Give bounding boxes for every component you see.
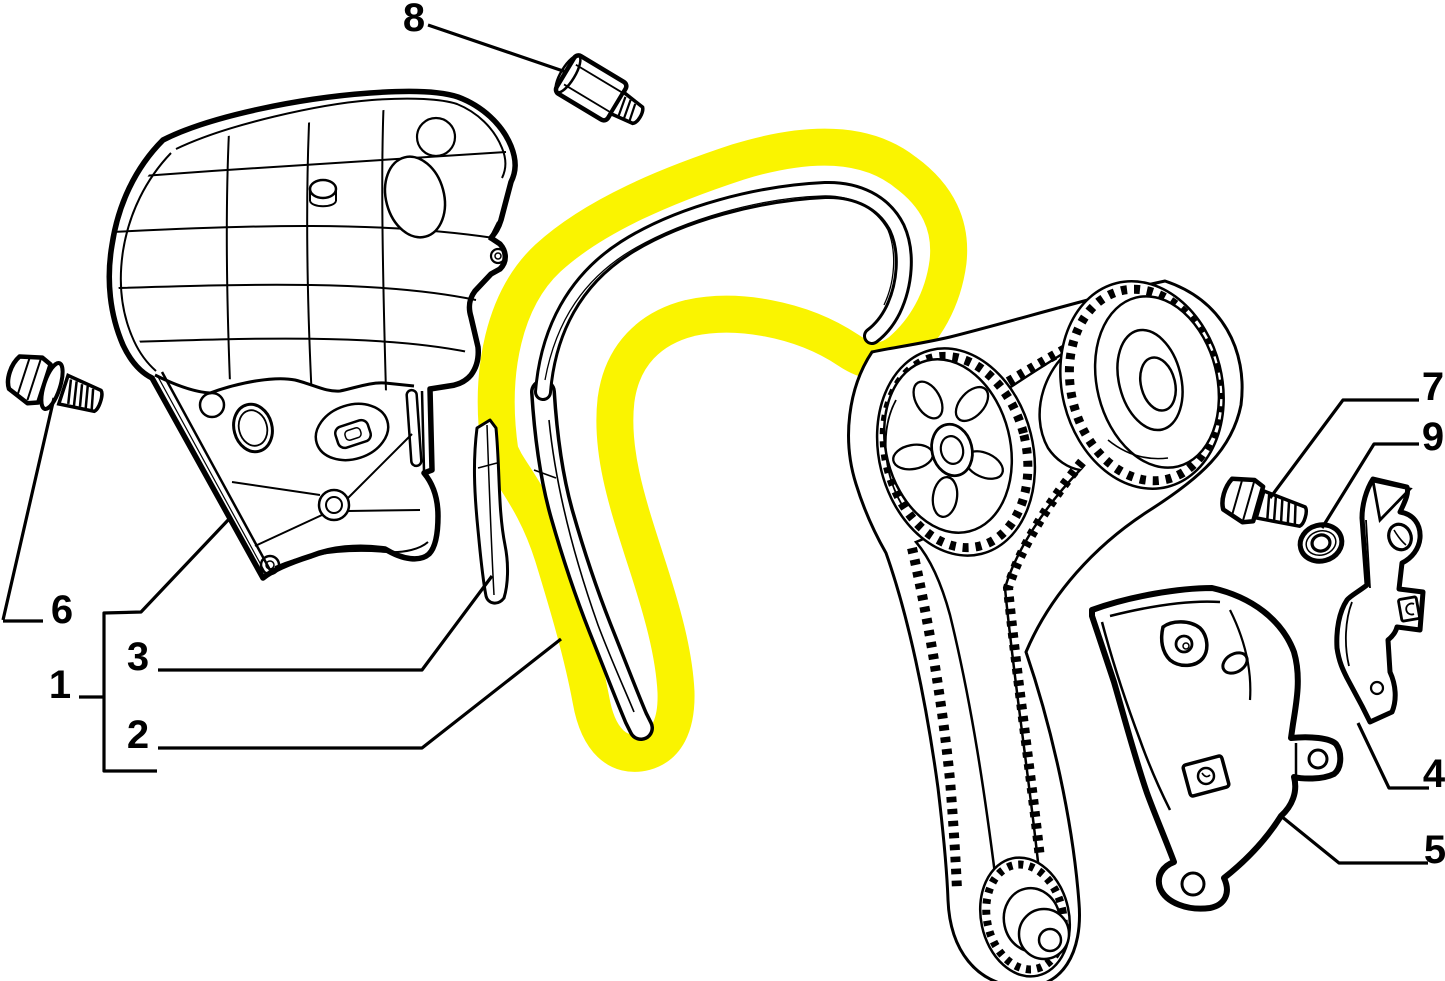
cover-stud-boss (308, 178, 338, 208)
lower-cover-hole-inner (237, 409, 269, 447)
callout-label-2: 2 (127, 713, 149, 757)
crankshaft-sprocket (978, 856, 1072, 978)
bracket5-clamp-block (1181, 754, 1231, 798)
highlight-marker (477, 128, 968, 772)
callout-numbers: 8 6 1 3 2 7 9 4 5 (49, 0, 1445, 872)
gasket-seal-part2 (530, 180, 913, 741)
timing-cover (106, 88, 518, 581)
cover-rib-grid (112, 97, 507, 392)
callout-8-leader (427, 23, 567, 74)
bracket4-ear-hole (1387, 522, 1413, 552)
callout-3-leader (158, 575, 494, 672)
camshaft-pulley-left (875, 347, 1037, 557)
callout-label-3: 3 (127, 635, 149, 679)
cover-ear-hole-inner (494, 252, 502, 260)
callout-label-1: 1 (49, 663, 71, 707)
callout-label-8: 8 (403, 0, 425, 40)
callout-label-7: 7 (1422, 365, 1444, 409)
callout-leaders (1, 23, 1429, 865)
bolt-part7 (1220, 476, 1308, 529)
camshaft-pulley-right (1059, 280, 1225, 490)
bracket5-foot-hole (1180, 871, 1206, 897)
cover-ear-hole (489, 247, 507, 265)
stud-part8 (553, 53, 645, 126)
bracket4-screw-hole (1369, 680, 1385, 696)
callout-7-leader (1268, 398, 1419, 499)
cover-side-flap (405, 388, 426, 472)
cover-oval-opening (383, 155, 447, 239)
lower-cover-center-boss (231, 433, 421, 547)
bracket5-pivot-tab (1294, 743, 1329, 776)
bracket4-square-tab (1397, 595, 1421, 623)
cover-round-opening (415, 116, 457, 158)
callout-2-leader (158, 637, 562, 750)
cover-strut (156, 371, 272, 575)
callout-label-4: 4 (1423, 752, 1445, 796)
lower-cover-hole (232, 402, 274, 454)
callout-9-leader (1320, 442, 1419, 529)
washer-part9 (1297, 522, 1345, 564)
bracket-part4 (1334, 476, 1426, 725)
lower-cover-oval-slot (314, 402, 390, 462)
callout-label-6: 6 (51, 588, 73, 632)
callout-6-leader (1, 397, 56, 623)
callout-group1-bracket (79, 516, 232, 773)
lower-cover-screw-hole-left (198, 391, 226, 419)
bracket-part5 (1089, 585, 1344, 912)
callout-label-5: 5 (1424, 828, 1445, 872)
callout-5-leader (1279, 814, 1428, 865)
bracket5-oval-hole (1221, 651, 1249, 675)
gasket-strip-part3 (472, 418, 509, 605)
bolt-part6 (5, 354, 104, 414)
callout-label-9: 9 (1422, 415, 1444, 459)
bracket5-ear (1159, 620, 1209, 668)
callout-4-leader (1356, 722, 1429, 790)
